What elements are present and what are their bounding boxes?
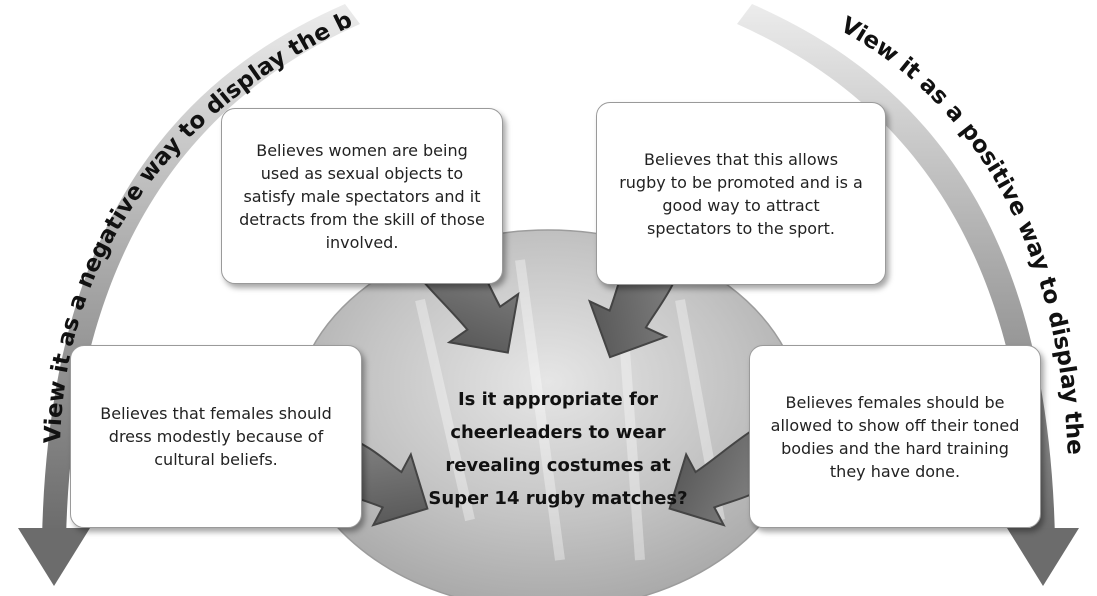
box-bottom-right-text: Believes females should be allowed to sh…	[770, 392, 1020, 481]
box-bottom-right: Believes females should be allowed to sh…	[749, 345, 1041, 528]
box-top-right-text: Believes that this allows rugby to be pr…	[619, 149, 863, 238]
box-top-left-text: Believes women are being used as sexual …	[239, 140, 485, 252]
left-arc-arrowhead	[18, 528, 90, 586]
box-top-left: Believes women are being used as sexual …	[221, 108, 503, 284]
box-bottom-left: Believes that females should dress modes…	[70, 345, 362, 528]
box-top-right: Believes that this allows rugby to be pr…	[596, 102, 886, 285]
right-arc-band	[737, 4, 1055, 540]
center-question: Is it appropriate for cheerleaders to we…	[428, 389, 688, 509]
right-arc-arrowhead	[1007, 528, 1079, 586]
box-bottom-left-text: Believes that females should dress modes…	[100, 404, 332, 469]
left-arc-band	[42, 4, 360, 540]
